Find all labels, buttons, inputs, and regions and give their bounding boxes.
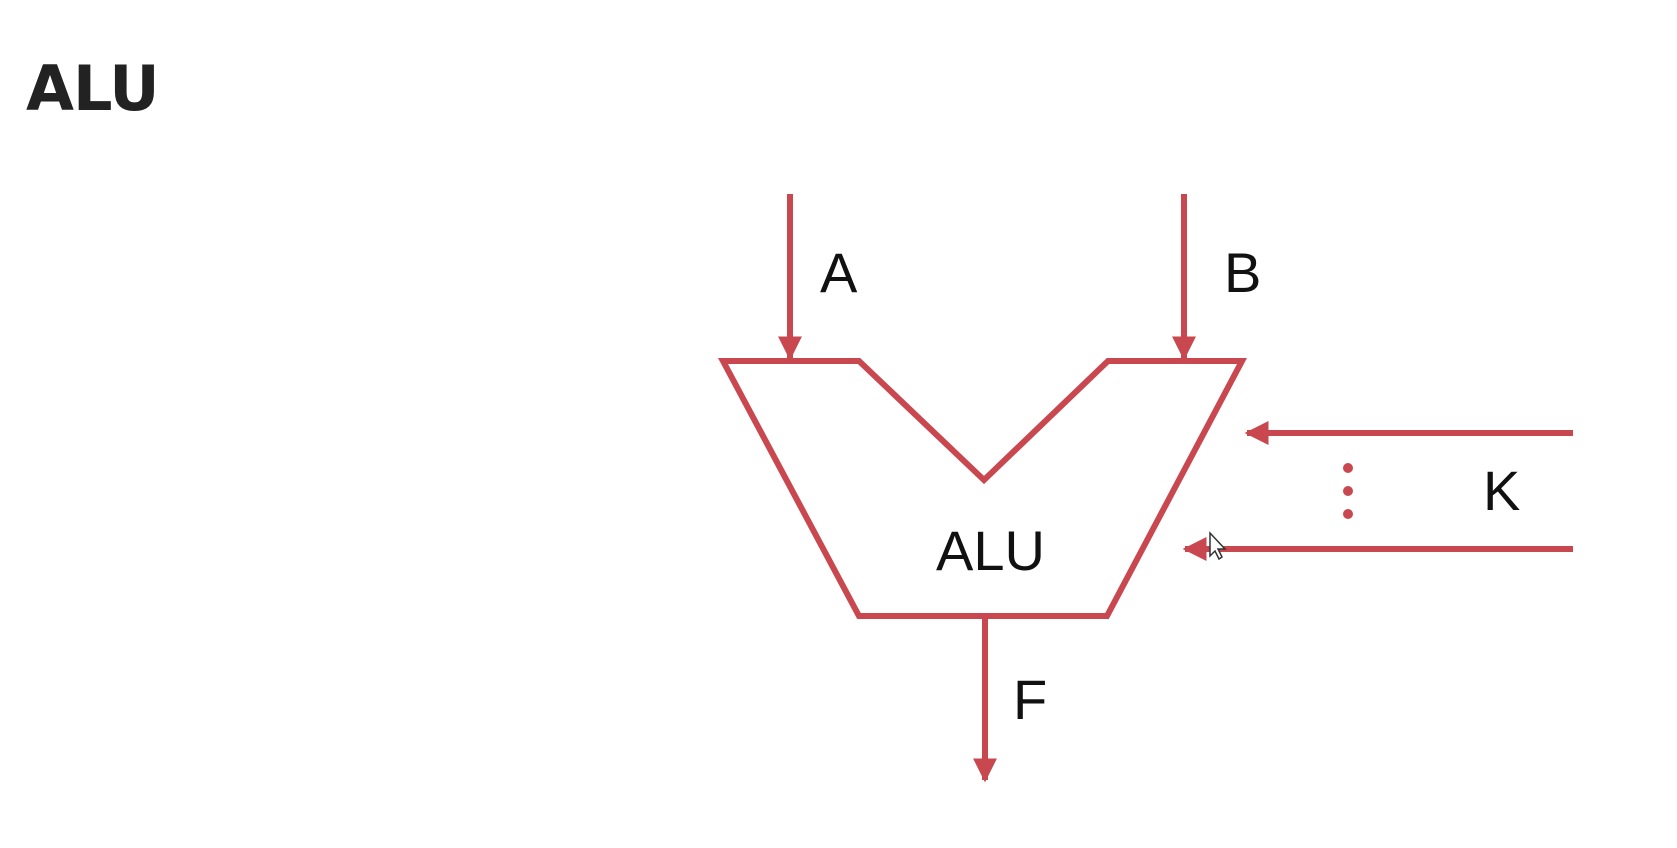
ellipsis-dots (1343, 463, 1353, 519)
input-a-label: A (820, 241, 858, 304)
alu-block-label: ALU (936, 519, 1045, 582)
alu-body (718, 358, 1247, 619)
input-b-label: B (1224, 241, 1261, 304)
mouse-cursor-icon (1209, 531, 1227, 561)
page-title: ALU (26, 52, 160, 125)
control-k-label: K (1483, 459, 1520, 522)
output-f-label: F (1013, 668, 1047, 731)
